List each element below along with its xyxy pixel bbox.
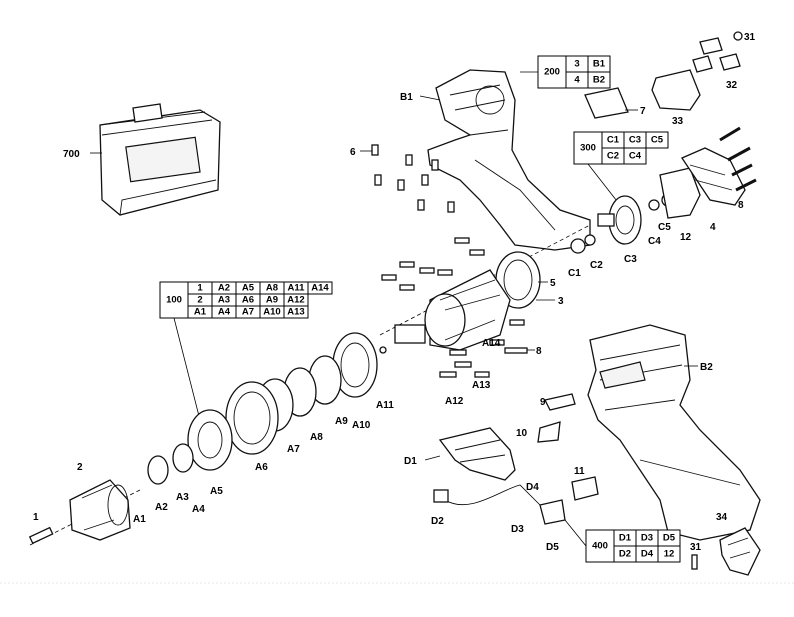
label-a7: A7 [287,444,300,455]
label-9: 9 [540,397,546,408]
screw-set-6 [371,144,455,213]
label-3: 3 [558,296,564,307]
drill-chuck [28,479,131,545]
label-a10: A10 [352,420,371,431]
group-300-cell: C1 [607,135,620,146]
group-200-cell: B2 [593,75,605,86]
label-5: 5 [550,278,556,289]
label-c1: C1 [568,268,581,279]
label-a14: A14 [482,338,501,349]
label-a5: A5 [210,486,223,497]
label-plate-7 [584,87,629,119]
group-300-id: 300 [580,143,596,154]
label-a8: A8 [310,432,323,443]
group-400-cell: D1 [619,533,632,544]
motor-assembly [570,147,746,254]
group-300-cell: C2 [607,151,619,162]
group-100-cell: A7 [242,307,254,318]
group-300-cell: C4 [629,151,642,162]
group-table-200: 200 3 B1 4 B2 [537,55,611,89]
label-d1: D1 [404,456,417,467]
switch-assembly [433,393,599,525]
group-100-cell: A8 [266,283,278,294]
group-100-cell: 1 [197,283,203,294]
group-400-id: 400 [592,541,608,552]
label-a9: A9 [335,416,348,427]
label-2: 2 [77,462,83,473]
group-200-cell: 3 [574,59,579,70]
label-10: 10 [516,428,528,439]
group-100-cell: A3 [218,295,230,306]
label-700: 700 [63,149,80,160]
housing-half-b2 [587,324,761,541]
label-11: 11 [574,466,585,477]
group-100-cell: A2 [218,283,230,294]
label-d2: D2 [431,516,444,527]
pin-set [381,237,528,378]
group-200-cell: B1 [593,59,606,70]
label-c3: C3 [624,254,637,265]
group-300-cell: C3 [629,135,641,146]
label-a4: A4 [192,504,205,515]
screw-set-8-top [719,126,757,192]
carry-case [99,103,221,216]
label-12: 12 [680,232,692,243]
label-a13: A13 [472,380,491,391]
group-100-cell: A14 [311,283,329,294]
group-400-cell: D3 [641,533,653,544]
label-a1: A1 [133,514,146,525]
group-200-id: 200 [544,67,560,78]
clutch-ring-set [147,332,387,485]
group-300-cell: C5 [651,135,664,146]
label-b2: B2 [700,362,713,373]
group-400-cell: D4 [641,549,654,560]
label-a11: A11 [376,400,394,411]
belt-clip-parts [651,31,743,111]
label-b1: B1 [400,92,413,103]
label-d3: D3 [511,524,524,535]
group-100-cell: A5 [242,283,255,294]
group-table-300: 300 C1 C3 C5 C2 C4 [573,131,669,165]
label-a3: A3 [176,492,189,503]
group-table-400: 400 D1 D3 D5 D2 D4 12 [585,529,681,563]
group-100-cell: A10 [263,307,280,318]
group-200-cell: 4 [574,75,580,86]
group-100-cell: A13 [287,307,304,318]
label-32: 32 [726,80,738,91]
label-31-top: 31 [744,32,756,43]
group-100-cell: A12 [287,295,304,306]
label-6: 6 [350,147,356,158]
label-4: 4 [710,222,716,233]
label-a6: A6 [255,462,268,473]
label-31-bottom: 31 [690,542,702,553]
label-1: 1 [33,512,39,523]
group-100-id: 100 [166,295,182,306]
label-33: 33 [672,116,684,127]
group-100-cell: A11 [288,283,306,294]
label-c2: C2 [590,260,603,271]
housing-half-b1 [427,69,591,251]
group-400-cell: 12 [664,549,675,560]
label-d4: D4 [526,482,539,493]
gear-housing [394,251,541,351]
label-8-top: 8 [738,200,744,211]
label-d5: D5 [546,542,559,553]
group-400-cell: D5 [663,533,676,544]
label-a2: A2 [155,502,168,513]
group-100-cell: A6 [242,295,254,306]
label-c5: C5 [658,222,671,233]
label-7: 7 [640,106,646,117]
group-400-cell: D2 [619,549,631,560]
group-100-cell: A4 [218,307,231,318]
group-100-cell: 2 [197,295,202,306]
belt-hook [691,527,761,576]
label-c4: C4 [648,236,661,247]
label-a12: A12 [445,396,464,407]
group-100-cell: A1 [194,307,207,318]
label-8-mid: 8 [536,346,542,357]
group-100-cell: A9 [266,295,278,306]
label-34: 34 [716,512,728,523]
